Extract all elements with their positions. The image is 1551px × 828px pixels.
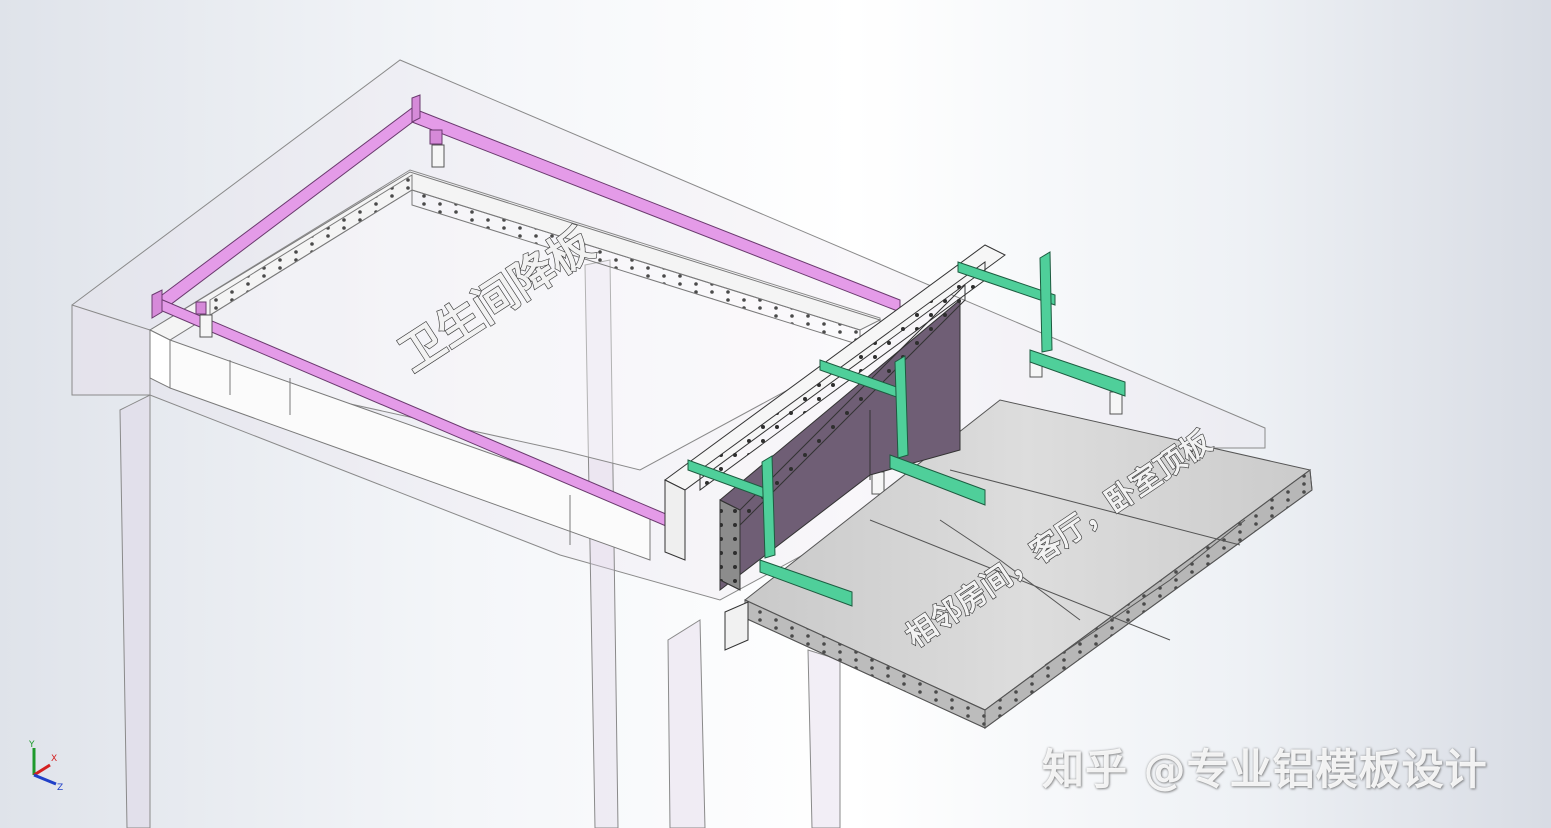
axis-z-label: Z xyxy=(57,783,63,793)
adjacent-slab-panels xyxy=(744,399,1313,729)
coordinate-triad: Y X Z xyxy=(28,740,63,793)
zhihu-watermark: 知乎 @专业铝模板设计 xyxy=(1042,745,1488,794)
bathroom-formwork xyxy=(148,171,882,561)
axis-x-label: X xyxy=(51,754,57,764)
beam-support-frame xyxy=(151,94,901,533)
axis-y-label: Y xyxy=(28,740,35,750)
green-brackets xyxy=(687,251,1126,607)
